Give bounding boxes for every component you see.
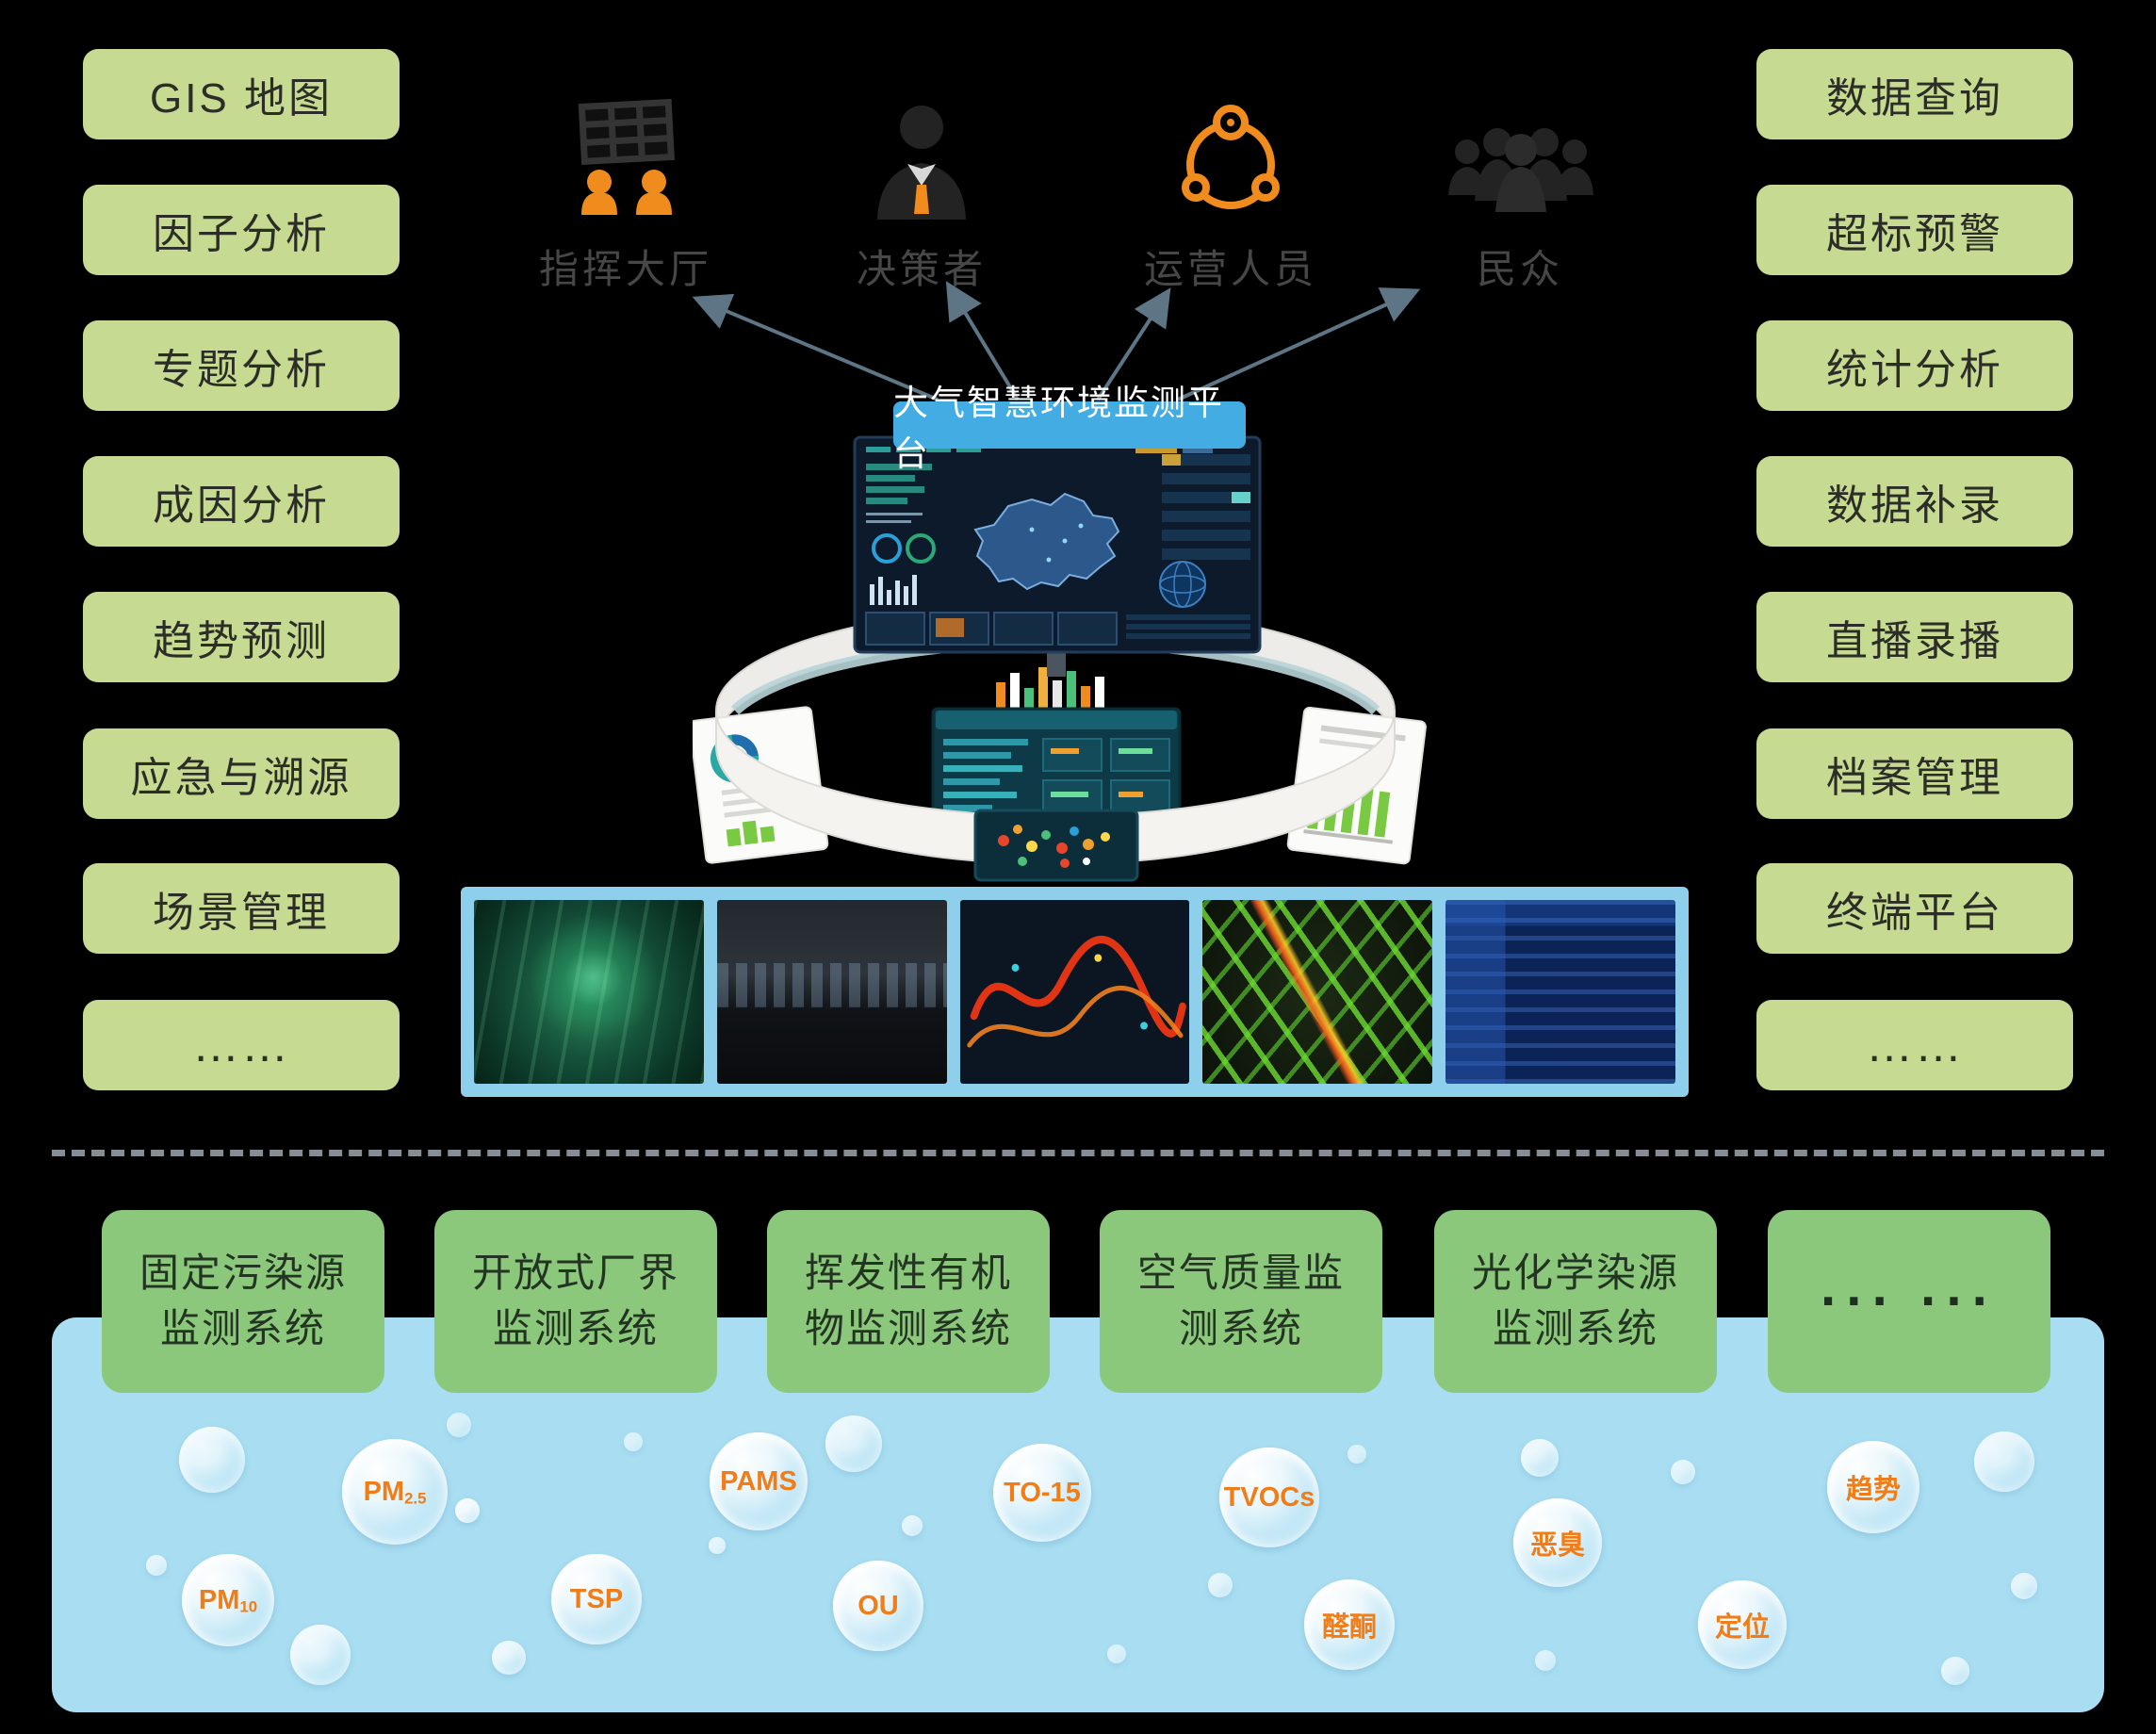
bubble-label: 恶臭: [1529, 1530, 1585, 1561]
system-photochemical: 光化学染源 监测系统: [1434, 1210, 1717, 1393]
bubble: [290, 1625, 351, 1685]
bubble-label: TVOCs: [1223, 1481, 1315, 1513]
bubble-label: 趋势: [1845, 1475, 1901, 1505]
command-hall-icon: [554, 83, 697, 224]
bubble-label: PAMS: [720, 1465, 797, 1497]
feature-archive-mgmt: 档案管理: [1756, 728, 2073, 819]
system-voc: 挥发性有机 物监测系统: [767, 1210, 1050, 1393]
actor-public: 民众: [1379, 83, 1661, 295]
bubble: [1521, 1439, 1559, 1477]
bubble: [447, 1413, 471, 1437]
operations-staff-icon: [1168, 83, 1293, 224]
bubble-trend: 趋势: [1827, 1441, 1919, 1533]
bubble: [146, 1555, 167, 1576]
bubble-label: 醛酮: [1321, 1612, 1377, 1643]
feature-factor-analysis: 因子分析: [83, 185, 400, 275]
feature-cause-analysis: 成因分析: [83, 456, 400, 547]
bubble: [709, 1537, 726, 1554]
decision-maker-icon: [865, 83, 978, 224]
feature-data-backfill: 数据补录: [1756, 456, 2073, 547]
platform-title: 大气智慧环境监测平台: [893, 384, 1246, 473]
bubble: [455, 1498, 480, 1523]
bubble: [1941, 1657, 1969, 1685]
bubble: [2011, 1573, 2037, 1599]
feature-scene-mgmt: 场景管理: [83, 863, 400, 954]
bubble-tvocs: TVOCs: [1219, 1448, 1319, 1547]
bubble-label: PM: [363, 1476, 405, 1507]
feature-trend-forecast: 趋势预测: [83, 592, 400, 682]
bubble-label: PM: [198, 1584, 240, 1615]
bubble: [624, 1432, 643, 1451]
bubble: [1208, 1573, 1233, 1597]
system-fixed-pollution: 固定污染源 监测系统: [102, 1210, 384, 1393]
bubble: [1974, 1431, 2034, 1492]
feature-data-query: 数据查询: [1756, 49, 2073, 139]
feature-gis-map: GIS 地图: [83, 49, 400, 139]
bubble: [1348, 1445, 1366, 1464]
bubble: [825, 1415, 882, 1472]
dashed-divider: [52, 1150, 2104, 1156]
bubble-ou: OU: [833, 1561, 923, 1651]
bubble: [1535, 1650, 1556, 1671]
bubble: [1671, 1460, 1695, 1484]
thumbnail-3d-city-map: [474, 900, 704, 1084]
actor-label: 运营人员: [1143, 247, 1317, 291]
actor-label: 民众: [1476, 247, 1563, 291]
actor-command-hall: 指挥大厅: [484, 83, 767, 295]
thumbnail-route-map: [959, 900, 1190, 1084]
bubble: [902, 1515, 923, 1536]
bubble-pams: PAMS: [710, 1432, 808, 1530]
feature-stat-analysis: 统计分析: [1756, 320, 2073, 411]
bubble-aldehyde: 醛酮: [1304, 1579, 1395, 1670]
bubble: [1107, 1644, 1126, 1663]
bubble: [179, 1427, 245, 1493]
feature-more-left: ……: [83, 1000, 400, 1090]
bubble-label: OU: [858, 1590, 899, 1621]
feature-more-right: ……: [1756, 1000, 2073, 1090]
bubble-odor: 恶臭: [1513, 1498, 1602, 1587]
bubble-to15: TO-15: [993, 1444, 1091, 1542]
actor-decision-maker: 决策者: [780, 83, 1063, 295]
thumbnail-heatmap: [1202, 900, 1433, 1084]
bubble: [492, 1641, 526, 1675]
public-crowd-icon: [1437, 83, 1603, 224]
feature-terminal-platform: 终端平台: [1756, 863, 2073, 954]
screens-strip: [461, 887, 1689, 1097]
bubble-tsp: TSP: [551, 1554, 642, 1644]
control-room-illustration: [693, 435, 1427, 882]
feature-over-limit-alert: 超标预警: [1756, 185, 2073, 275]
feature-topic-analysis: 专题分析: [83, 320, 400, 411]
bubble-label: TSP: [569, 1583, 624, 1614]
system-air-quality: 空气质量监 测系统: [1100, 1210, 1382, 1393]
system-open-boundary: 开放式厂界 监测系统: [434, 1210, 717, 1393]
system-more: ··· ···: [1768, 1210, 2050, 1393]
bubble-location: 定位: [1698, 1580, 1787, 1669]
feature-live-record: 直播录播: [1756, 592, 2073, 682]
thumbnail-control-room: [716, 900, 947, 1084]
feature-emergency-trace: 应急与溯源: [83, 728, 400, 819]
bubble-label: 定位: [1714, 1612, 1770, 1643]
bubble-label: TO-15: [1004, 1477, 1081, 1508]
actor-operations-staff: 运营人员: [1089, 83, 1372, 295]
thumbnail-data-table: [1446, 900, 1675, 1084]
actor-label: 指挥大厅: [538, 247, 712, 291]
